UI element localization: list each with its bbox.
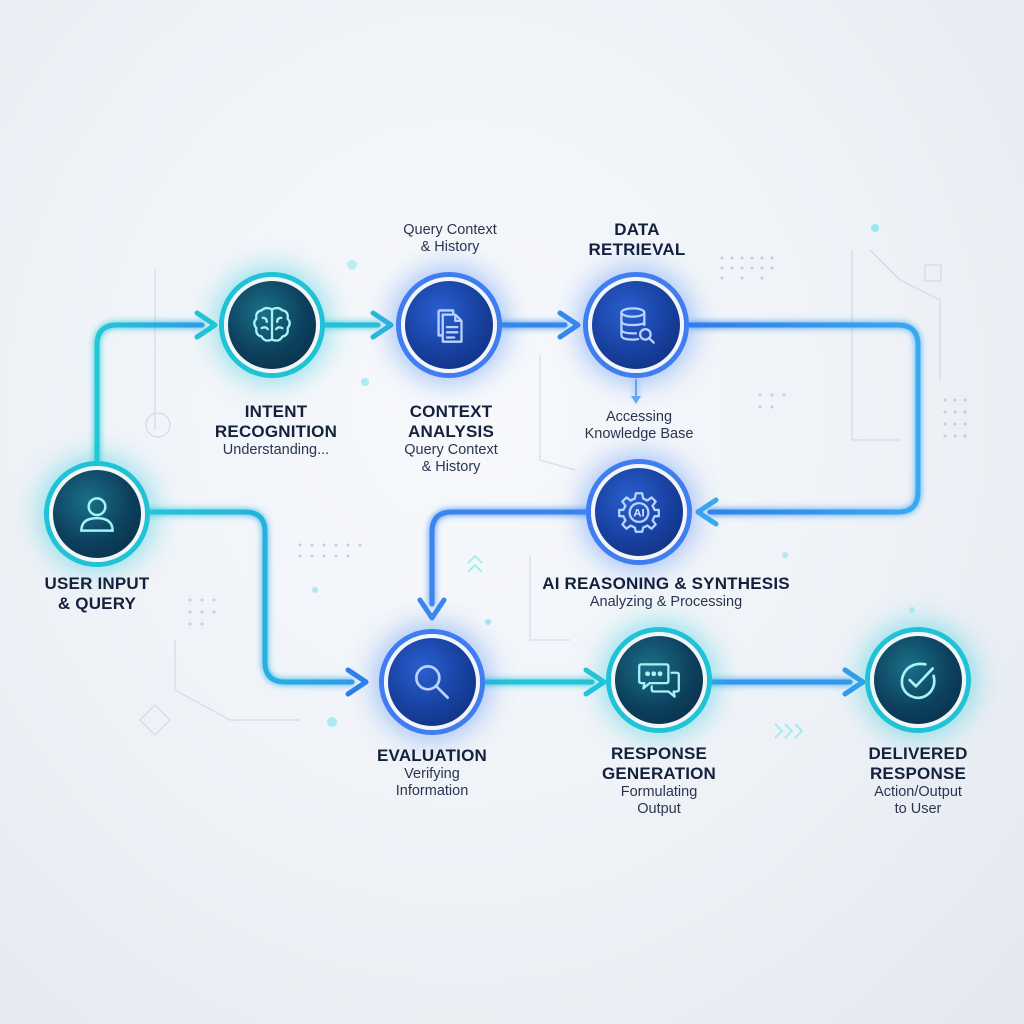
subtitle-response-2: Output (637, 801, 681, 817)
title-delivered-2: RESPONSE (869, 764, 967, 783)
subtitle-evaluation-1: Verifying (404, 766, 460, 782)
arrowhead-context (370, 310, 394, 340)
title-retrieval-2: RETRIEVAL (588, 240, 686, 259)
label-user-input: USER INPUT & QUERY (45, 574, 150, 614)
subtitle-context-2: & History (421, 459, 481, 475)
subtitle-context-1: Query Context (404, 442, 498, 458)
node-user-input[interactable] (49, 466, 145, 562)
label-context-analysis: CONTEXT ANALYSIS Query Context & History (404, 402, 498, 476)
title-response-2: GENERATION (601, 764, 717, 783)
label-data-retrieval-sub: Accessing Knowledge Base (585, 409, 694, 443)
background-decoration (139, 249, 942, 736)
arrowhead-delivered (842, 667, 866, 697)
magnifier-icon (415, 665, 449, 699)
connector-user-to-intent (94, 322, 205, 473)
brain-icon (253, 306, 291, 342)
subtitle-retrieval-2: Knowledge Base (584, 426, 694, 442)
title-retrieval-1: DATA (614, 220, 660, 239)
arrowhead-response (583, 667, 607, 697)
title-user-input-2: & QUERY (57, 594, 137, 613)
background-glow-dots (312, 224, 915, 727)
title-evaluation-1: EVALUATION (377, 746, 487, 765)
node-response-generation[interactable] (611, 632, 707, 728)
arrowhead-retrieval-down (631, 396, 641, 404)
user-icon (80, 497, 114, 532)
title-context-2: ANALYSIS (408, 422, 494, 441)
label-ai-reasoning: AI REASONING & SYNTHESIS Analyzing & Pro… (542, 574, 790, 611)
node-intent-recognition[interactable] (224, 277, 320, 373)
subtitle-reasoning-1: Analyzing & Processing (589, 594, 743, 610)
top-context-2: & History (420, 239, 480, 255)
node-evaluation[interactable] (384, 634, 480, 730)
documents-icon (437, 309, 463, 343)
subtitle-delivered-1: Action/Output (874, 784, 962, 800)
title-user-input-1: USER INPUT (44, 574, 150, 593)
title-intent-2: RECOGNITION (214, 422, 338, 441)
database-search-icon (620, 307, 655, 344)
checkmark-icon (900, 662, 936, 700)
background-dots (188, 256, 967, 626)
node-context-analysis[interactable] (401, 277, 497, 373)
ai-gear-icon: AI (618, 492, 660, 533)
connector-retrieval-to-reasoning (687, 322, 921, 515)
title-reasoning-1: AI REASONING & SYNTHESIS (542, 574, 790, 593)
label-context-top: Query Context & History (403, 222, 497, 256)
connector-user-to-evaluation (142, 509, 355, 685)
gear-text: AI (633, 508, 644, 520)
subtitle-delivered-2: to User (894, 801, 942, 817)
background-chevrons (467, 554, 804, 739)
subtitle-response-1: Formulating (620, 784, 698, 800)
node-ai-reasoning[interactable]: AI (591, 464, 687, 560)
connector-reasoning-to-evaluation (429, 509, 593, 607)
chat-bubbles-icon (638, 663, 680, 698)
title-intent-1: INTENT (244, 402, 308, 421)
subtitle-retrieval-1: Accessing (605, 409, 673, 425)
label-intent-recognition: INTENT RECOGNITION Understanding... (215, 402, 337, 459)
label-data-retrieval: DATA RETRIEVAL (589, 220, 686, 260)
node-data-retrieval[interactable] (588, 277, 684, 373)
label-evaluation: EVALUATION Verifying Information (377, 746, 487, 800)
arrowhead-evaluation-top (417, 597, 447, 621)
arrowhead-reasoning (695, 497, 719, 527)
title-delivered-1: DELIVERED (868, 744, 968, 763)
subtitle-evaluation-2: Information (395, 783, 469, 799)
arrowhead-intent (194, 310, 218, 340)
label-delivered-response: DELIVERED RESPONSE Action/Output to User (868, 744, 967, 818)
top-context-1: Query Context (403, 222, 497, 238)
title-context-1: CONTEXT (409, 402, 493, 421)
node-delivered-response[interactable] (870, 632, 966, 728)
title-response-1: RESPONSE (610, 744, 708, 763)
arrowhead-evaluation-left (345, 667, 369, 697)
label-response-generation: RESPONSE GENERATION Formulating Output (602, 744, 716, 818)
arrowhead-retrieval (557, 310, 581, 340)
subtitle-intent-1: Understanding... (222, 442, 330, 458)
